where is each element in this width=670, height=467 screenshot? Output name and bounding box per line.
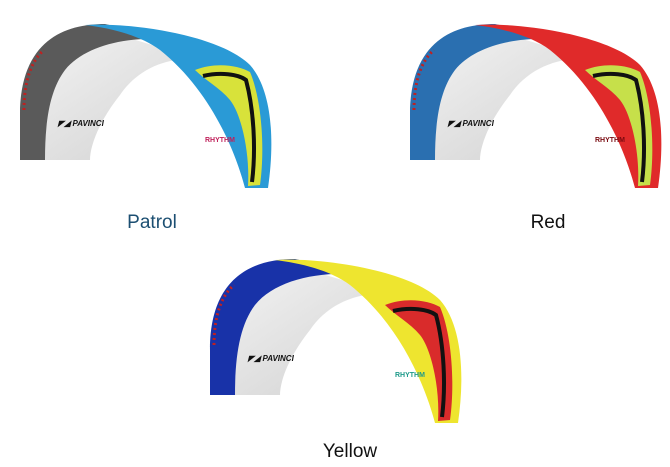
variant-yellow: ◤◢ PAVINCI RHYTHM Yellow (190, 240, 490, 467)
wing-leading-edge (210, 259, 365, 395)
wing-stripe (195, 65, 263, 186)
wing-image-patrol: ◤◢ PAVINCI RHYTHM (20, 24, 272, 188)
pavinci-logo: ◤◢ PAVINCI (247, 354, 295, 363)
wing-leading-edge (20, 24, 175, 160)
wing-image-red: ◤◢ PAVINCI RHYTHM (410, 24, 662, 188)
rhythm-logo: RHYTHM (395, 372, 425, 379)
variant-caption: Yellow (322, 441, 378, 462)
variant-red: ◤◢ PAVINCI RHYTHM Red (390, 0, 670, 240)
variant-caption: Patrol (127, 212, 177, 233)
wing-stripe (585, 65, 653, 186)
pavinci-logo: ◤◢ PAVINCI (57, 119, 105, 128)
wing-stripe-outline (392, 306, 446, 418)
wing-image-yellow: ◤◢ PAVINCI RHYTHM (210, 259, 462, 423)
variant-patrol: ◤◢ PAVINCI RHYTHM Patrol (0, 0, 300, 240)
leading-edge-vents (412, 48, 436, 111)
wing-leading-edge (410, 24, 565, 160)
wing-stripe-outline (202, 71, 256, 183)
rhythm-logo: RHYTHM (595, 137, 625, 144)
pavinci-logo: ◤◢ PAVINCI (447, 119, 495, 128)
leading-edge-vents (212, 283, 236, 346)
wing-stripe-outline (592, 71, 646, 183)
variant-caption: Red (530, 212, 566, 233)
rhythm-logo: RHYTHM (205, 137, 235, 144)
leading-edge-vents (22, 48, 46, 111)
wing-stripe (385, 300, 453, 421)
